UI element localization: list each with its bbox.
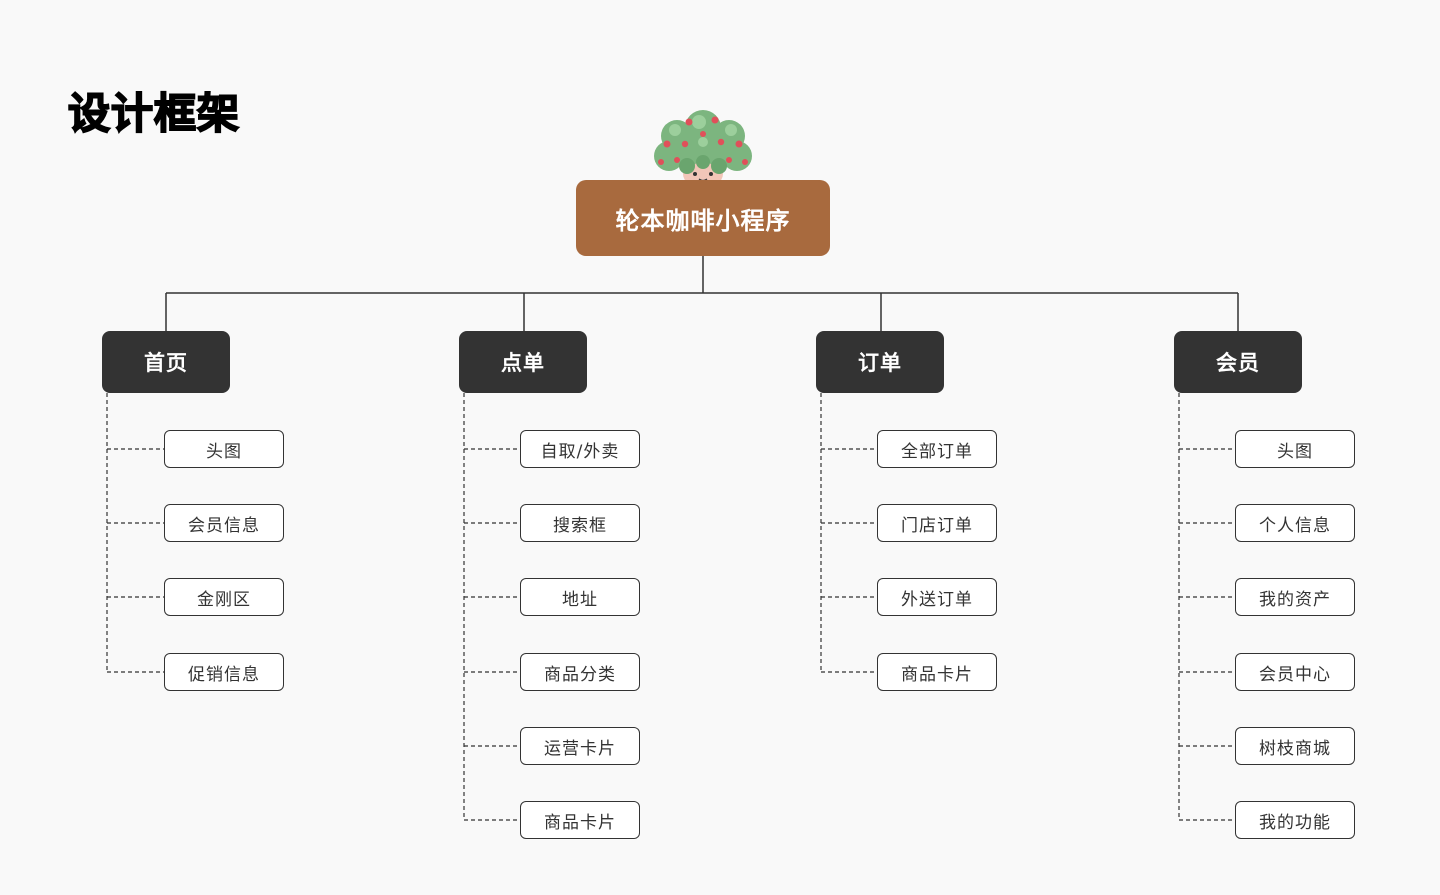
leaf-node: 会员信息 [164, 504, 284, 542]
leaf-node: 门店订单 [877, 504, 997, 542]
category-order-menu: 点单 [459, 331, 587, 393]
leaf-node: 运营卡片 [520, 727, 640, 765]
leaf-node: 金刚区 [164, 578, 284, 616]
leaf-node: 头图 [1235, 430, 1355, 468]
leaf-node: 促销信息 [164, 653, 284, 691]
leaf-node: 头图 [164, 430, 284, 468]
leaf-node: 个人信息 [1235, 504, 1355, 542]
leaf-node: 外送订单 [877, 578, 997, 616]
leaf-node: 自取/外卖 [520, 430, 640, 468]
leaf-node: 我的功能 [1235, 801, 1355, 839]
category-member: 会员 [1174, 331, 1302, 393]
leaf-node: 商品卡片 [520, 801, 640, 839]
category-home: 首页 [102, 331, 230, 393]
leaf-node: 树枝商城 [1235, 727, 1355, 765]
tree-mascot-icon [654, 110, 752, 184]
leaf-node: 全部订单 [877, 430, 997, 468]
leaf-node: 商品卡片 [877, 653, 997, 691]
root-node: 轮本咖啡小程序 [576, 180, 830, 256]
category-orders: 订单 [816, 331, 944, 393]
tree-connectors [165, 256, 1239, 331]
leaf-node: 地址 [520, 578, 640, 616]
leaf-node: 搜索框 [520, 504, 640, 542]
leaf-node: 商品分类 [520, 653, 640, 691]
leaf-node: 我的资产 [1235, 578, 1355, 616]
dashed-connectors [106, 393, 1235, 821]
page-title: 设计框架 [67, 88, 241, 139]
leaf-node: 会员中心 [1235, 653, 1355, 691]
